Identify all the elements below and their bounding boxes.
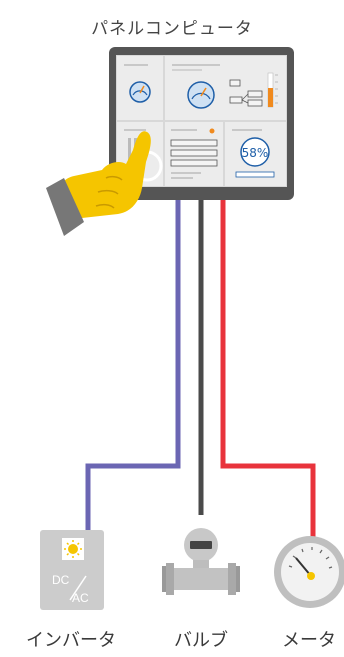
valve-device[interactable] — [162, 528, 240, 595]
valve-label: バルブ — [146, 626, 256, 652]
meter-device[interactable] — [274, 536, 344, 608]
inverter-device[interactable]: DC AC — [40, 530, 104, 610]
svg-text:DC: DC — [52, 573, 70, 587]
meter-label: メータ — [254, 626, 344, 652]
sun-icon — [68, 544, 78, 554]
wire-meter — [223, 198, 313, 540]
percent-readout: 58% — [242, 146, 269, 160]
wires — [88, 198, 313, 540]
wire-inverter — [88, 198, 178, 530]
svg-text:AC: AC — [72, 591, 89, 605]
inverter-label: インバータ — [16, 626, 126, 652]
valve-icon — [170, 568, 232, 590]
